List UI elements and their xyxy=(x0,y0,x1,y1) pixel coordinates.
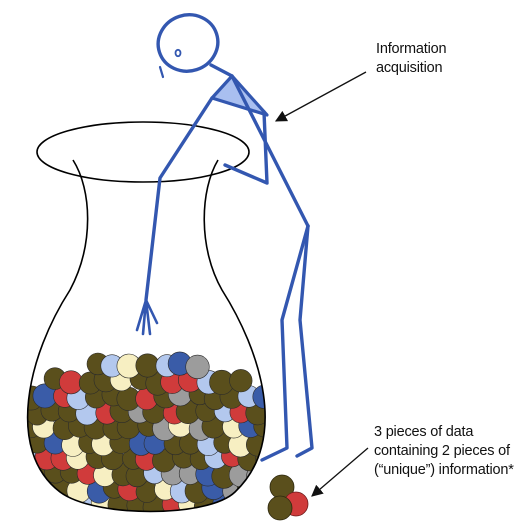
arrow-information-acquisition xyxy=(276,72,366,121)
data-ball-icon xyxy=(9,461,31,483)
nose-icon xyxy=(160,67,163,77)
data-ball-icon xyxy=(6,432,30,456)
data-ball-icon xyxy=(43,493,65,515)
data-ball-icon xyxy=(186,355,210,379)
balls-in-vase xyxy=(6,352,279,519)
vase-rim xyxy=(37,122,249,182)
shoulder-icon xyxy=(212,76,267,115)
label-data-note: 3 pieces of data containing 2 pieces of … xyxy=(374,423,512,480)
data-ball-icon xyxy=(230,369,253,392)
outside-balls xyxy=(268,475,308,520)
label-line: acquisition xyxy=(376,59,506,78)
data-ball-icon xyxy=(20,477,43,500)
data-ball-icon xyxy=(9,494,31,516)
arrow-data-note xyxy=(312,448,368,496)
label-line: Information xyxy=(376,40,506,59)
data-ball-icon xyxy=(268,496,292,520)
data-ball-icon xyxy=(6,399,29,422)
label-line: 3 pieces of data xyxy=(374,423,512,442)
data-ball-icon xyxy=(26,494,48,516)
label-line: (“unique”) information* xyxy=(374,461,512,480)
label-line: containing 2 pieces of xyxy=(374,442,512,461)
label-information-acquisition: Information acquisition xyxy=(376,40,506,78)
data-ball-icon xyxy=(244,493,268,517)
